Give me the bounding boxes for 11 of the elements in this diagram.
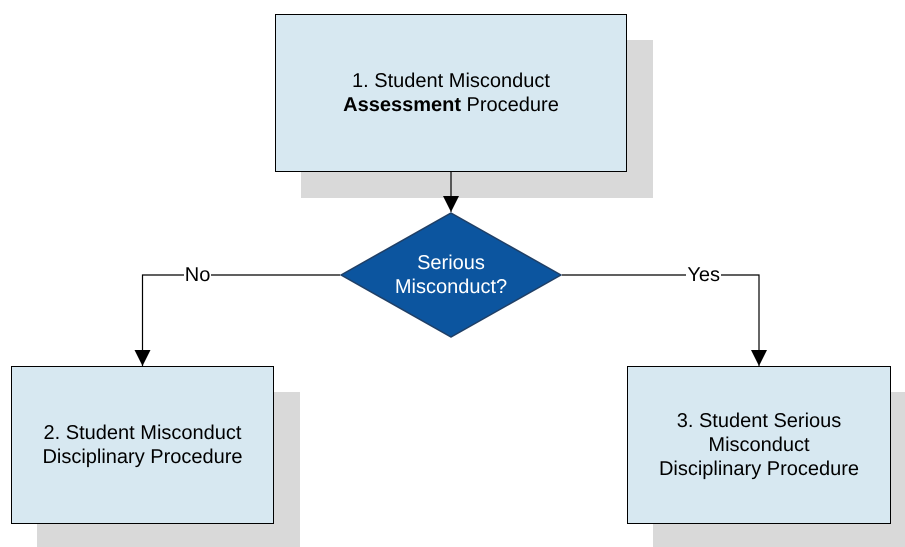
node-text: 2. Student Misconduct Disciplinary Procedure [41,421,244,469]
process-box [627,366,891,524]
node-text: 3. Student Serious Misconduct Disciplinary Procedure [658,409,860,481]
node-text: Serious Misconduct? [394,251,508,299]
arrow [134,274,340,366]
node-text: 1. Student Misconduct Assessment Procedure [342,69,560,117]
arrow [562,274,767,366]
process-box [11,366,274,524]
process-box [275,14,627,172]
arrow [443,172,459,212]
decision-diamond [340,212,562,338]
